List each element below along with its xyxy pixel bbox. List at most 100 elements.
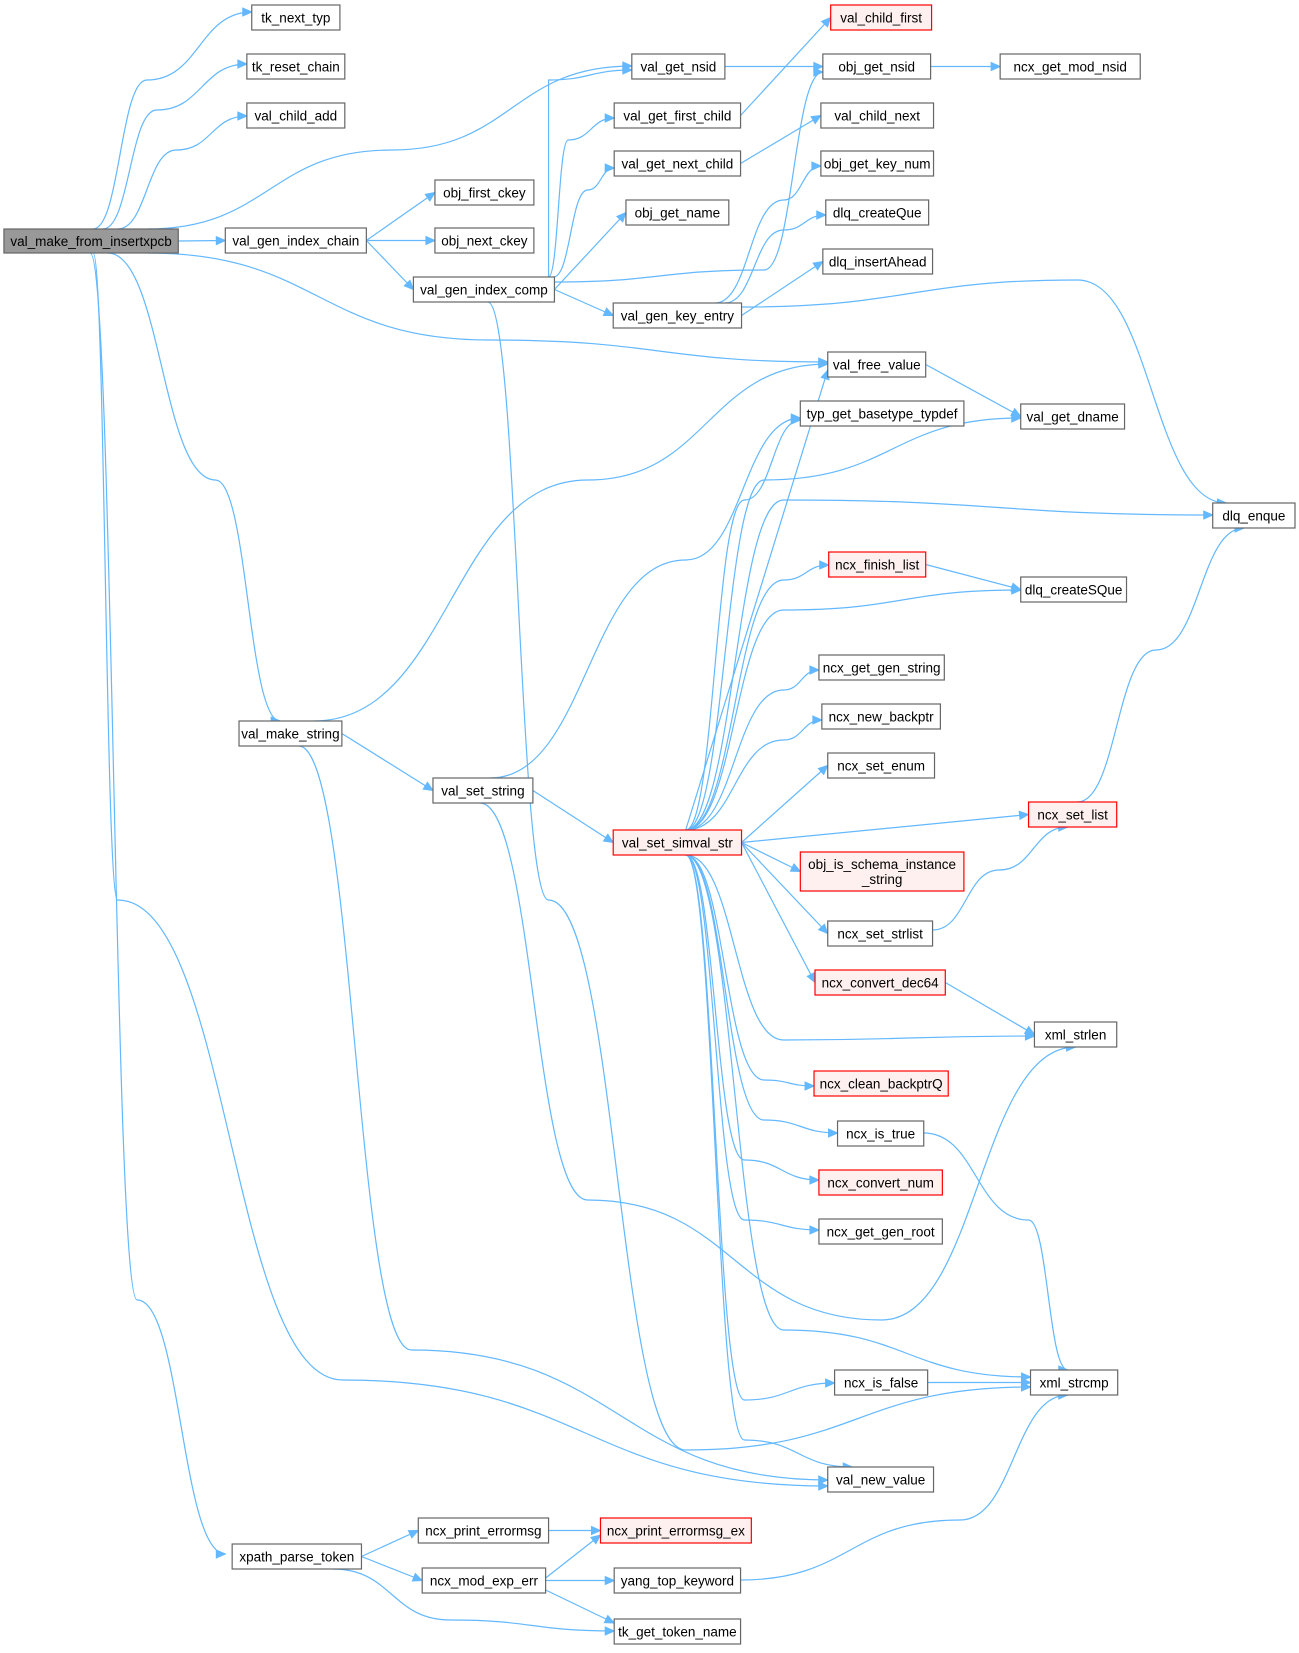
node-ncx_new_backptr[interactable]: ncx_new_backptr [821,703,941,730]
node-typ_get_basetype_typdef[interactable]: typ_get_basetype_typdef [799,400,965,427]
node-box[interactable] [613,150,742,177]
node-box[interactable] [625,199,730,226]
node-box[interactable] [251,4,341,31]
node-val_child_first[interactable]: val_child_first [830,4,933,31]
node-box[interactable] [836,1120,925,1147]
node-yang_top_keyword[interactable]: yang_top_keyword [613,1567,742,1594]
node-tk_reset_chain[interactable]: tk_reset_chain [246,53,346,80]
node-val_gen_index_comp[interactable]: val_gen_index_comp [412,276,556,303]
node-obj_get_key_num[interactable]: obj_get_key_num [820,150,935,177]
node-ncx_set_enum[interactable]: ncx_set_enum [827,752,936,779]
node-box[interactable] [599,1517,752,1544]
node-box[interactable] [246,53,346,80]
node-box[interactable] [825,199,930,226]
node-val_set_string[interactable]: val_set_string [432,777,534,804]
node-ncx_set_strlist[interactable]: ncx_set_strlist [827,920,934,947]
node-box[interactable] [799,851,965,892]
node-val_get_first_child[interactable]: val_get_first_child [613,102,742,129]
node-obj_get_name[interactable]: obj_get_name [625,199,730,226]
node-dlq_createQue[interactable]: dlq_createQue [825,199,930,226]
node-box[interactable] [1020,403,1126,430]
node-box[interactable] [434,227,535,254]
node-ncx_convert_num[interactable]: ncx_convert_num [818,1169,943,1196]
node-box[interactable] [432,777,534,804]
node-val_child_add[interactable]: val_child_add [246,102,346,129]
node-ncx_get_mod_nsid[interactable]: ncx_get_mod_nsid [999,53,1141,80]
node-val_gen_index_chain[interactable]: val_gen_index_chain [224,227,367,254]
node-box[interactable] [412,276,556,303]
node-box[interactable] [613,1618,742,1645]
node-box[interactable] [813,1070,949,1097]
node-dlq_enque[interactable]: dlq_enque [1212,502,1296,529]
node-ncx_is_true[interactable]: ncx_is_true [836,1120,925,1147]
node-val_set_simval_str[interactable]: val_set_simval_str [612,829,743,856]
node-dlq_insertAhead[interactable]: dlq_insertAhead [822,248,934,275]
node-obj_is_schema_instance_string[interactable]: obj_is_schema_instance_string [799,851,965,892]
node-box[interactable] [231,1543,363,1570]
node-val_get_dname[interactable]: val_get_dname [1020,403,1126,430]
node-box[interactable] [827,351,927,378]
node-box[interactable] [830,4,933,31]
node-obj_first_ckey[interactable]: obj_first_ckey [434,179,535,206]
node-box[interactable] [818,1218,943,1245]
node-val_new_value[interactable]: val_new_value [827,1466,935,1493]
node-val_get_next_child[interactable]: val_get_next_child [613,150,742,177]
node-xml_strlen[interactable]: xml_strlen [1033,1021,1118,1048]
node-box[interactable] [827,752,936,779]
node-box[interactable] [818,654,945,681]
node-obj_get_nsid[interactable]: obj_get_nsid [822,53,932,80]
node-box[interactable] [1033,1021,1118,1048]
node-box[interactable] [821,703,941,730]
node-dlq_createSQue[interactable]: dlq_createSQue [1020,576,1128,603]
node-ncx_get_gen_string[interactable]: ncx_get_gen_string [818,654,945,681]
node-val_gen_key_entry[interactable]: val_gen_key_entry [612,302,743,329]
node-box[interactable] [434,179,535,206]
node-box[interactable] [631,53,726,80]
node-val_get_nsid[interactable]: val_get_nsid [631,53,726,80]
node-ncx_get_gen_root[interactable]: ncx_get_gen_root [818,1218,943,1245]
node-box[interactable] [820,102,935,129]
node-box[interactable] [417,1517,550,1544]
node-ncx_print_errormsg[interactable]: ncx_print_errormsg [417,1517,550,1544]
node-ncx_is_false[interactable]: ncx_is_false [833,1369,929,1396]
node-tk_next_typ[interactable]: tk_next_typ [251,4,341,31]
node-box[interactable] [814,969,946,996]
node-box[interactable] [1027,801,1118,828]
node-box[interactable] [822,248,934,275]
node-box[interactable] [3,228,179,254]
node-box[interactable] [613,1567,742,1594]
node-val_child_next[interactable]: val_child_next [820,102,935,129]
node-box[interactable] [799,400,965,427]
node-ncx_clean_backptrQ[interactable]: ncx_clean_backptrQ [813,1070,949,1097]
node-box[interactable] [827,1466,935,1493]
node-tk_get_token_name[interactable]: tk_get_token_name [613,1618,742,1645]
node-box[interactable] [818,1169,943,1196]
node-box[interactable] [820,150,935,177]
node-box[interactable] [246,102,346,129]
node-box[interactable] [833,1369,929,1396]
node-box[interactable] [828,551,927,578]
node-box[interactable] [612,302,743,329]
node-ncx_print_errormsg_ex[interactable]: ncx_print_errormsg_ex [599,1517,752,1544]
node-obj_next_ckey[interactable]: obj_next_ckey [434,227,535,254]
node-xpath_parse_token[interactable]: xpath_parse_token [231,1543,363,1570]
node-ncx_set_list[interactable]: ncx_set_list [1027,801,1118,828]
node-ncx_mod_exp_err[interactable]: ncx_mod_exp_err [421,1567,547,1594]
node-box[interactable] [224,227,367,254]
node-box[interactable] [1020,576,1128,603]
node-box[interactable] [421,1567,547,1594]
node-ncx_convert_dec64[interactable]: ncx_convert_dec64 [814,969,946,996]
node-box[interactable] [999,53,1141,80]
node-box[interactable] [612,829,743,856]
node-box[interactable] [1212,502,1296,529]
node-val_free_value[interactable]: val_free_value [827,351,927,378]
node-box[interactable] [1029,1369,1119,1396]
node-box[interactable] [613,102,742,129]
node-xml_strcmp[interactable]: xml_strcmp [1029,1369,1119,1396]
node-box[interactable] [822,53,932,80]
node-box[interactable] [238,720,343,747]
node-val_make_from_insertxpcb[interactable]: val_make_from_insertxpcb [3,228,179,254]
node-val_make_string[interactable]: val_make_string [238,720,343,747]
node-ncx_finish_list[interactable]: ncx_finish_list [828,551,927,578]
node-box[interactable] [827,920,934,947]
